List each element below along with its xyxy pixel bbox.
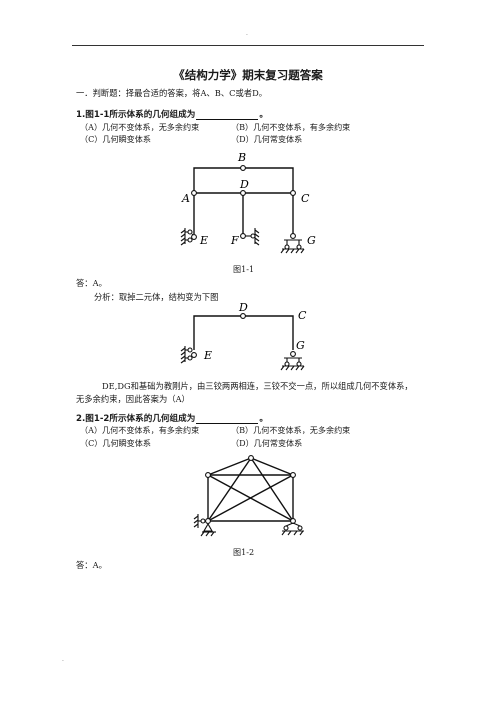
question-1-explanation-line1: DE,DG和基础为教刚片，由三铰两两相连，三铰不交一点，所以组成几何不变体系， bbox=[102, 381, 413, 391]
label-d: D bbox=[239, 178, 249, 191]
question-2-option-b: （B）几何不变体系，无多余约束 bbox=[231, 425, 351, 435]
label-g: G bbox=[307, 234, 316, 247]
question-1-option-a: （A）几何不变体系，无多余约束 bbox=[80, 122, 200, 132]
label-c: C bbox=[298, 309, 307, 322]
question-1-analysis: 分析：取掉二元体，结构变为下图 bbox=[94, 292, 219, 302]
label-f: F bbox=[230, 234, 239, 247]
header-rule bbox=[72, 45, 424, 46]
label-e: E bbox=[203, 349, 212, 362]
question-2-option-d: （D）几何常变体系 bbox=[231, 438, 303, 448]
answer-blank bbox=[196, 414, 259, 424]
label-b: B bbox=[237, 151, 246, 164]
question-2-option-a: （A）几何不变体系，有多余约束 bbox=[80, 425, 200, 435]
question-2-option-c: （C）几何瞬变体系 bbox=[80, 438, 151, 448]
figure-1-1: B D A C E F G bbox=[180, 151, 316, 254]
header-dot: . bbox=[246, 30, 248, 37]
figure-1-2 bbox=[193, 455, 304, 537]
question-2-answer: 答：A。 bbox=[76, 560, 107, 570]
footer-dot: . bbox=[62, 656, 64, 663]
label-d: D bbox=[238, 301, 248, 314]
label-c: C bbox=[301, 192, 310, 205]
label-a: A bbox=[181, 192, 190, 205]
question-1-explanation-line2: 无多余约束，因此答案为（A） bbox=[76, 394, 190, 404]
figure-1-1-caption: 图1-1 bbox=[233, 264, 255, 274]
answer-blank bbox=[196, 110, 259, 120]
question-1-stem: 1.图1-1所示体系的几何组成为。 bbox=[76, 110, 268, 120]
question-2-stem: 2.图1-2所示体系的几何组成为。 bbox=[76, 414, 268, 424]
question-1-option-c: （C）几何瞬变体系 bbox=[80, 134, 151, 144]
question-1-answer: 答：A。 bbox=[76, 278, 107, 288]
label-e: E bbox=[199, 234, 208, 247]
label-g: G bbox=[296, 339, 305, 352]
figure-1-1-reduced: D C E G bbox=[180, 301, 307, 371]
question-1-option-d: （D）几何常变体系 bbox=[231, 134, 303, 144]
page-title: 《结构力学》期末复习题答案 bbox=[173, 68, 323, 82]
section-heading: 一．判断题：择最合适的答案，将A、B、C或者D。 bbox=[76, 88, 268, 98]
figure-1-2-caption: 图1-2 bbox=[233, 547, 255, 557]
question-1-option-b: （B）几何不变体系，有多余约束 bbox=[231, 122, 351, 132]
